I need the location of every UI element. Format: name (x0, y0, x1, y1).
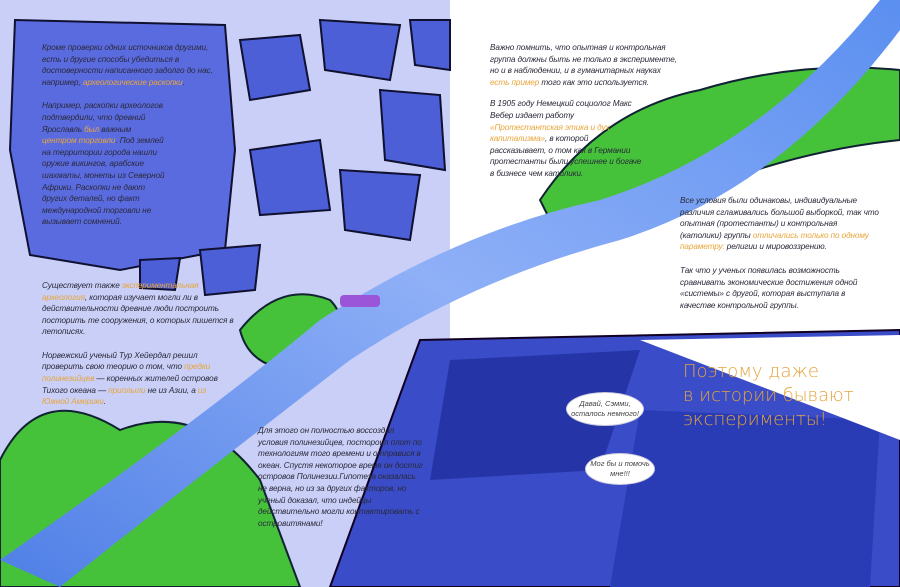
text-block-comparison: Так что у ученых появилась возможность с… (680, 265, 865, 311)
highlight: «Протестантская этика и дух капитализма» (490, 122, 610, 144)
highlight: есть пример (490, 77, 540, 87)
highlight: экспериментальная археология (42, 280, 199, 302)
text: важным (99, 124, 132, 134)
text: Существует также (42, 280, 122, 290)
text: того как это используется. (539, 77, 649, 87)
text-block-control-group: Важно помнить, что опытная и контрольная… (490, 42, 680, 88)
highlight: отличались только по одному параметру: (680, 230, 869, 252)
highlight: был (84, 124, 100, 134)
text: Например, раскопки археологов подтвердил… (42, 101, 163, 134)
text-block-raft: Для этого он полностью воссоздал условия… (258, 425, 423, 529)
text: Кроме проверки одних источников другими,… (42, 43, 213, 87)
text: Для этого он полностью воссоздал условия… (258, 426, 423, 528)
text-block-conditions: Все условия были одинаковы, индивидуальн… (680, 195, 880, 253)
text-block-heyerdahl: Норвежский ученый Тур Хейердал решил про… (42, 350, 232, 408)
speech-text: Мог бы и помочь мне!!! (590, 459, 650, 478)
speech-bubble-2: Мог бы и помочь мне!!! (585, 453, 655, 485)
text: . (103, 397, 106, 407)
text: . Под землей на территории города нашли … (42, 136, 165, 227)
text: Все условия были одинаковы, индивидуальн… (680, 196, 879, 240)
highlight: приплыли (108, 385, 146, 395)
highlight: из Южной Америки (42, 385, 207, 407)
text: религии и мировоззрению. (724, 242, 827, 252)
text-block-experimental-archaeology: Существует также экспериментальная архео… (42, 280, 242, 338)
headline-line: Поэтому даже (683, 361, 819, 382)
text: Норвежский ученый Тур Хейердал решил про… (42, 350, 198, 372)
speech-text: Давай, Сэмми, осталось немного! (571, 399, 639, 418)
text: — коренных жителей островов Тихого океан… (42, 374, 218, 395)
headline: Поэтому даже в истории бывают эксперимен… (683, 360, 854, 432)
right-middle-text-column: Все условия были одинаковы, индивидуальн… (680, 195, 880, 311)
text-block-sources: Кроме проверки одних источников другими,… (42, 42, 217, 88)
headline-line: в истории бывают (683, 385, 854, 406)
text-block-yaroslavl: Например, раскопки археологов подтвердил… (42, 100, 167, 228)
text: В 1905 году Немецкий социолог Макс Вебер… (490, 99, 632, 120)
stone-field (8, 18, 451, 297)
text: . (182, 77, 185, 87)
headline-line: эксперименты! (683, 409, 827, 430)
text: Важно помнить, что опытная и контрольная… (490, 43, 677, 76)
highlight: предки полинезийцев (42, 362, 211, 384)
left-text-column: Кроме проверки одних источников другими,… (42, 42, 242, 408)
speech-bubble-1: Давай, Сэмми, осталось немного! (566, 392, 644, 426)
highlight: центром торговли (42, 136, 116, 146)
text: не из Азии, а (145, 385, 198, 395)
text: , которая изучает могли ли в действитель… (42, 292, 234, 337)
text-block-weber: В 1905 году Немецкий социолог Макс Вебер… (490, 98, 645, 179)
text: , в которой рассказывает, о том как в Ге… (490, 134, 642, 178)
text: Так что у ученых появилась возможность с… (680, 265, 858, 310)
right-top-text-column: Важно помнить, что опытная и контрольная… (490, 42, 680, 180)
highlight-archaeology: археологические раскопки (82, 77, 183, 87)
